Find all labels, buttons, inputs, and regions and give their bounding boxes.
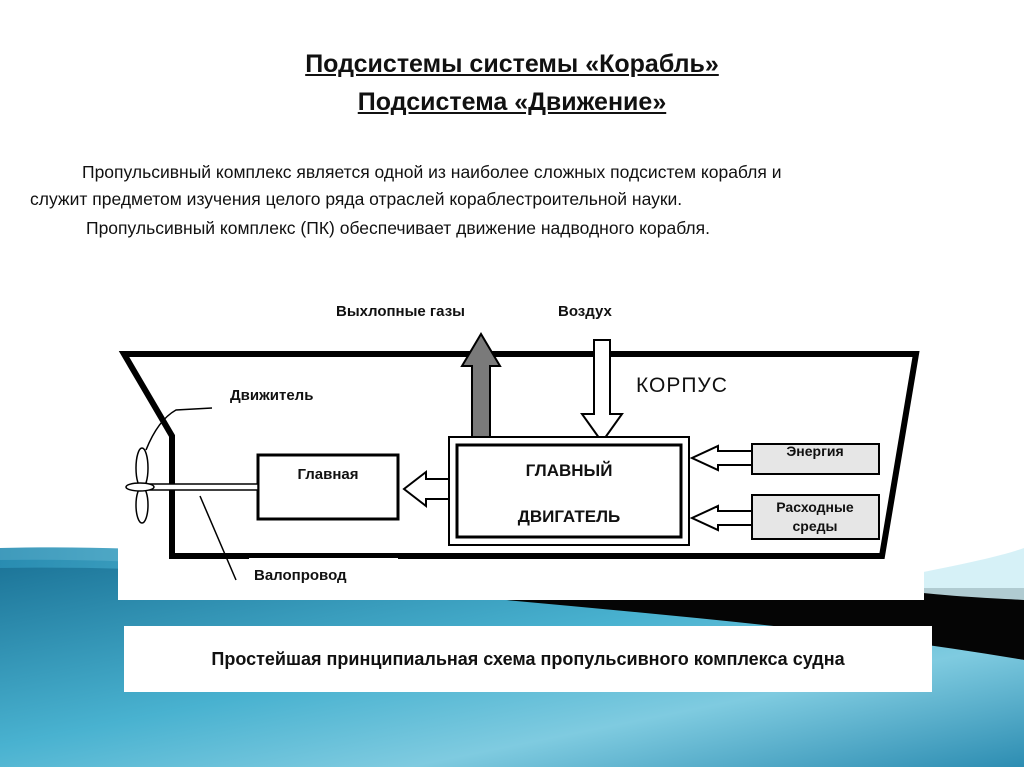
main-engine-box-inner — [455, 443, 683, 539]
paragraph-line-2: служит предметом изучения целого ряда от… — [30, 189, 683, 209]
slide-subtitle: Подсистема «Движение» — [357, 88, 667, 116]
consumables-arrow — [689, 504, 753, 532]
consumables-label-1: Расходные — [776, 499, 854, 515]
gear-box — [256, 453, 400, 521]
energy-label: Энергия — [786, 443, 843, 459]
black-wave-band — [380, 588, 1024, 660]
engine-to-gear-arrow — [402, 469, 450, 509]
gear-label: Главная — [297, 466, 358, 483]
propulsor-label: Движитель — [230, 387, 313, 404]
consumables-box — [751, 494, 880, 540]
shaft-line — [149, 483, 259, 491]
shafting-label-box — [249, 558, 398, 592]
caption-text: Простейшая принципиальная схема пропульс… — [211, 648, 845, 669]
shafting-label: Валопровод — [254, 567, 347, 584]
shafting-pointer — [199, 495, 237, 581]
propeller-icon — [125, 447, 155, 524]
exhaust-label: Выхлопные газы — [336, 303, 465, 320]
propulsor-pointer — [145, 407, 213, 451]
hull-label: КОРПУС — [636, 374, 728, 397]
energy-box — [751, 443, 880, 475]
main-engine-label-1: ГЛАВНЫЙ — [526, 461, 613, 480]
consumables-label-2: среды — [793, 518, 838, 534]
paragraph-line-1: Пропульсивный комплекс является одной из… — [82, 162, 782, 182]
paragraph-line-3: Пропульсивный комплекс (ПК) обеспечивает… — [86, 218, 710, 238]
air-label: Воздух — [558, 303, 612, 320]
air-arrow — [580, 339, 624, 444]
main-engine-label-2: ДВИГАТЕЛЬ — [518, 507, 620, 526]
exhaust-arrow — [460, 332, 502, 438]
hull-outline — [118, 351, 920, 559]
slide-title: Подсистемы системы «Корабль» — [305, 50, 719, 78]
caption-box: Простейшая принципиальная схема пропульс… — [124, 626, 932, 692]
energy-arrow — [689, 444, 753, 472]
